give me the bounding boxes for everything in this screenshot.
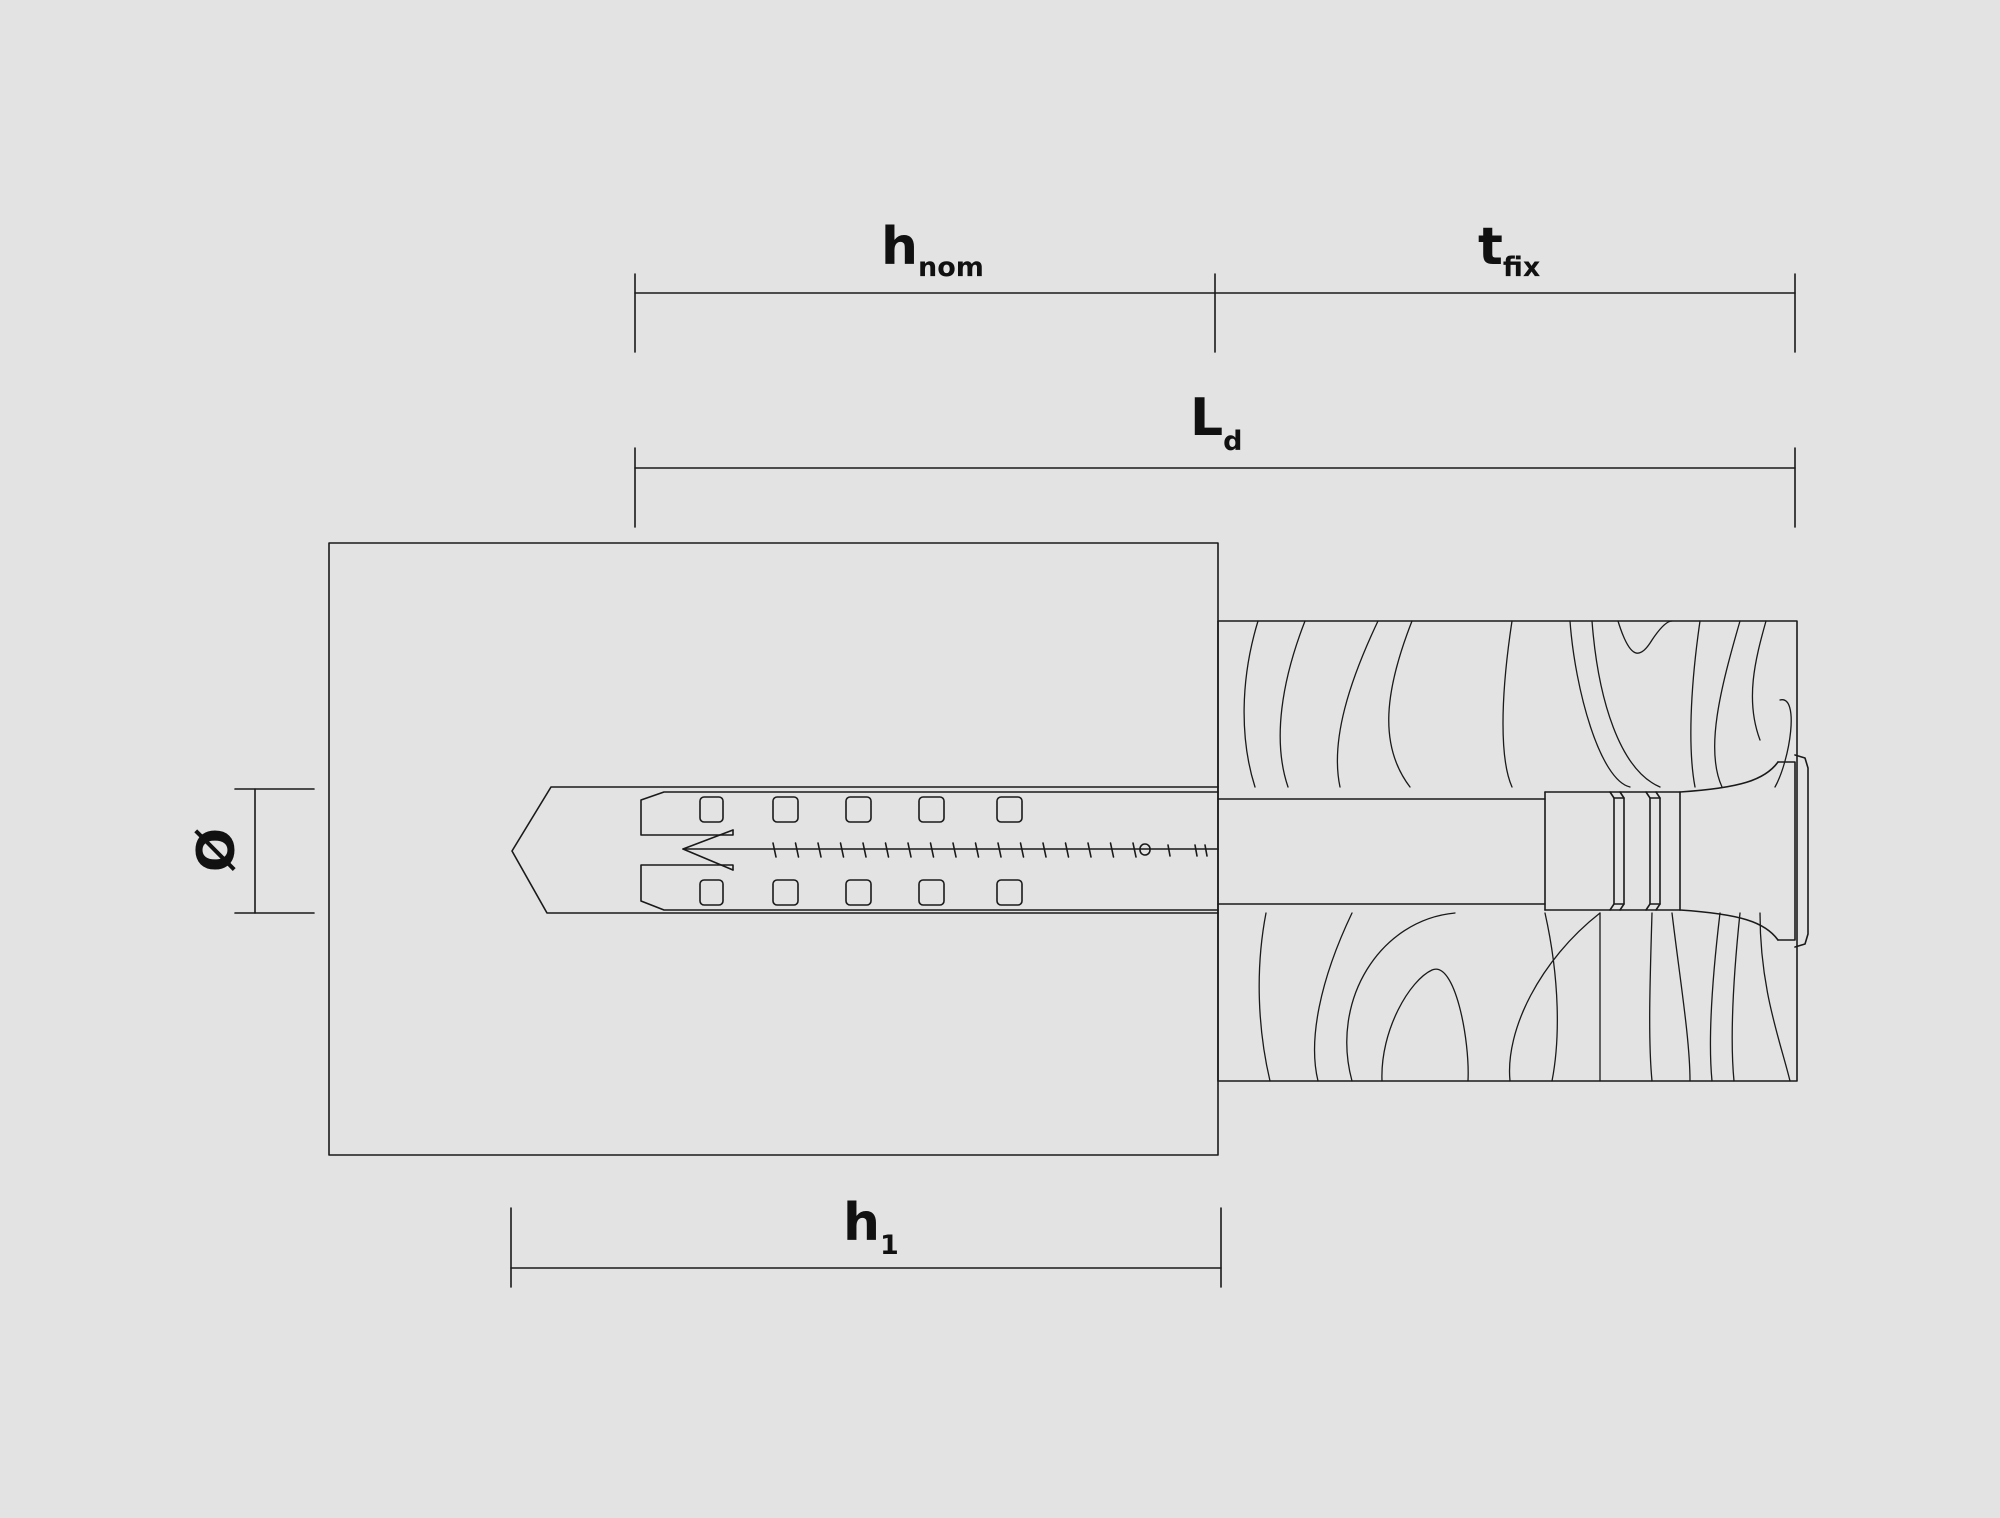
label-diameter: Ø: [187, 828, 247, 872]
thread-tick: [884, 842, 890, 858]
label-l-d: Ld: [1190, 388, 1242, 457]
plug-sleeve: [640, 791, 1219, 911]
thread-tick: [1132, 842, 1137, 858]
thread-tick: [817, 842, 822, 858]
screw-thread: [772, 842, 1137, 858]
label-t-fix: tfix: [1478, 217, 1540, 283]
thread-tick: [1019, 842, 1025, 858]
dimension-l-d: [634, 447, 1796, 528]
thread-tick: [952, 842, 957, 858]
thread-tick: [1109, 842, 1115, 858]
label-h-nom: hnom: [881, 217, 984, 283]
thread-tick: [862, 842, 867, 858]
thread-tick: [1087, 842, 1092, 858]
dimension-diameter: [234, 788, 315, 914]
thread-tick: [1064, 842, 1070, 858]
thread-tick: [839, 842, 845, 858]
screw-head: [1679, 754, 1809, 948]
thread-tick: [929, 842, 935, 858]
label-h-1: h1: [843, 1193, 899, 1261]
wood-grain: [1243, 620, 1792, 1082]
thread-tick: [974, 842, 980, 858]
thread-tick: [794, 842, 800, 858]
dimension-h-nom: [634, 273, 1216, 353]
dimension-t-fix: [1214, 273, 1796, 353]
thread-tick: [1042, 842, 1047, 858]
wood-fixture-block: [1217, 620, 1798, 1082]
screw-shank: [1217, 791, 1681, 911]
drill-hole-outline: [511, 786, 1219, 914]
thread-tick: [907, 842, 912, 858]
thread-tick: [772, 842, 777, 858]
thread-tick: [997, 842, 1002, 858]
dimension-h-1: [510, 1207, 1222, 1288]
